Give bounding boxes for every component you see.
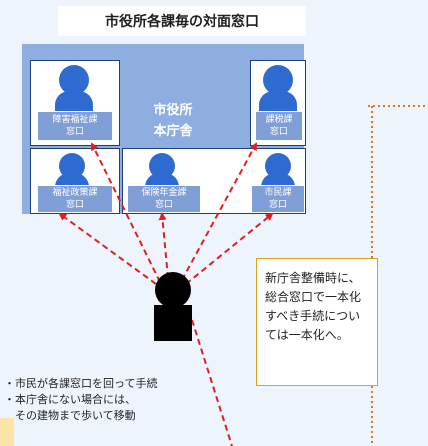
staff-head-icon <box>263 65 293 95</box>
arrow-to-shimin <box>185 212 274 285</box>
bullet-item: ・市民が各課窓口を回って手続 <box>4 377 158 390</box>
counter-suffix: 窓口 <box>269 127 288 137</box>
citizen-head-icon <box>155 272 191 308</box>
counter-kazei-box: 課税課 窓口 <box>250 60 306 146</box>
counter-suffix: 窓口 <box>65 200 84 210</box>
counter-hoken-desk: 保険年金課 窓口 <box>127 185 201 213</box>
building-label: 市役所 本庁舎 <box>128 100 218 142</box>
counter-fukushi-box: 福祉政策課 窓口 <box>30 148 120 214</box>
staff-head-icon <box>59 65 89 95</box>
counter-shogai-desk: 障害福祉課 窓口 <box>37 111 113 141</box>
arrow-to-fukushi <box>58 212 157 285</box>
counter-suffix: 窓口 <box>154 200 173 210</box>
description-list: ・市民が各課窓口を回って手続 ・本庁舎にない場合には、 その建物まで歩いて移動 <box>4 376 157 424</box>
counter-name: 課税課 <box>265 115 293 125</box>
counter-name: 市民課 <box>264 188 292 198</box>
arrow-to-shogai <box>91 142 161 283</box>
note-text: 新庁舎整備時に、総合窓口で一本化すべき手続については一本化へ。 <box>265 271 362 342</box>
arrow-to-kazei <box>181 142 257 281</box>
building-label-line1: 市役所 <box>153 103 193 118</box>
counter-name: 保険年金課 <box>141 188 187 198</box>
note-box: 新庁舎整備時に、総合窓口で一本化すべき手続については一本化へ。 <box>256 258 378 386</box>
counter-name: 福祉政策課 <box>52 188 98 198</box>
counter-shogai-box: 障害福祉課 窓口 <box>30 60 120 146</box>
citizen-body-icon <box>154 305 192 341</box>
counter-suffix: 窓口 <box>65 127 84 137</box>
building-label-line2: 本庁舎 <box>153 124 193 139</box>
diagram-title: 市役所各課毎の対面窓口 <box>58 6 306 36</box>
counter-suffix: 窓口 <box>268 200 287 210</box>
counter-fukushi-desk: 福祉政策課 窓口 <box>37 185 113 213</box>
arrow-down-away <box>191 319 233 446</box>
counter-shimin-desk: 市民課 窓口 <box>251 185 305 213</box>
counter-kazei-desk: 課税課 窓口 <box>255 111 303 141</box>
yellow-corner-accent <box>0 418 14 446</box>
counter-name: 障害福祉課 <box>52 115 98 125</box>
arrow-to-hoken <box>158 212 169 279</box>
bullet-item: ・本庁舎にない場合には、 <box>4 393 136 406</box>
counter-group-box: 保険年金課 窓口 市民課 窓口 <box>122 148 306 214</box>
bullet-item: その建物まで歩いて移動 <box>4 409 136 422</box>
